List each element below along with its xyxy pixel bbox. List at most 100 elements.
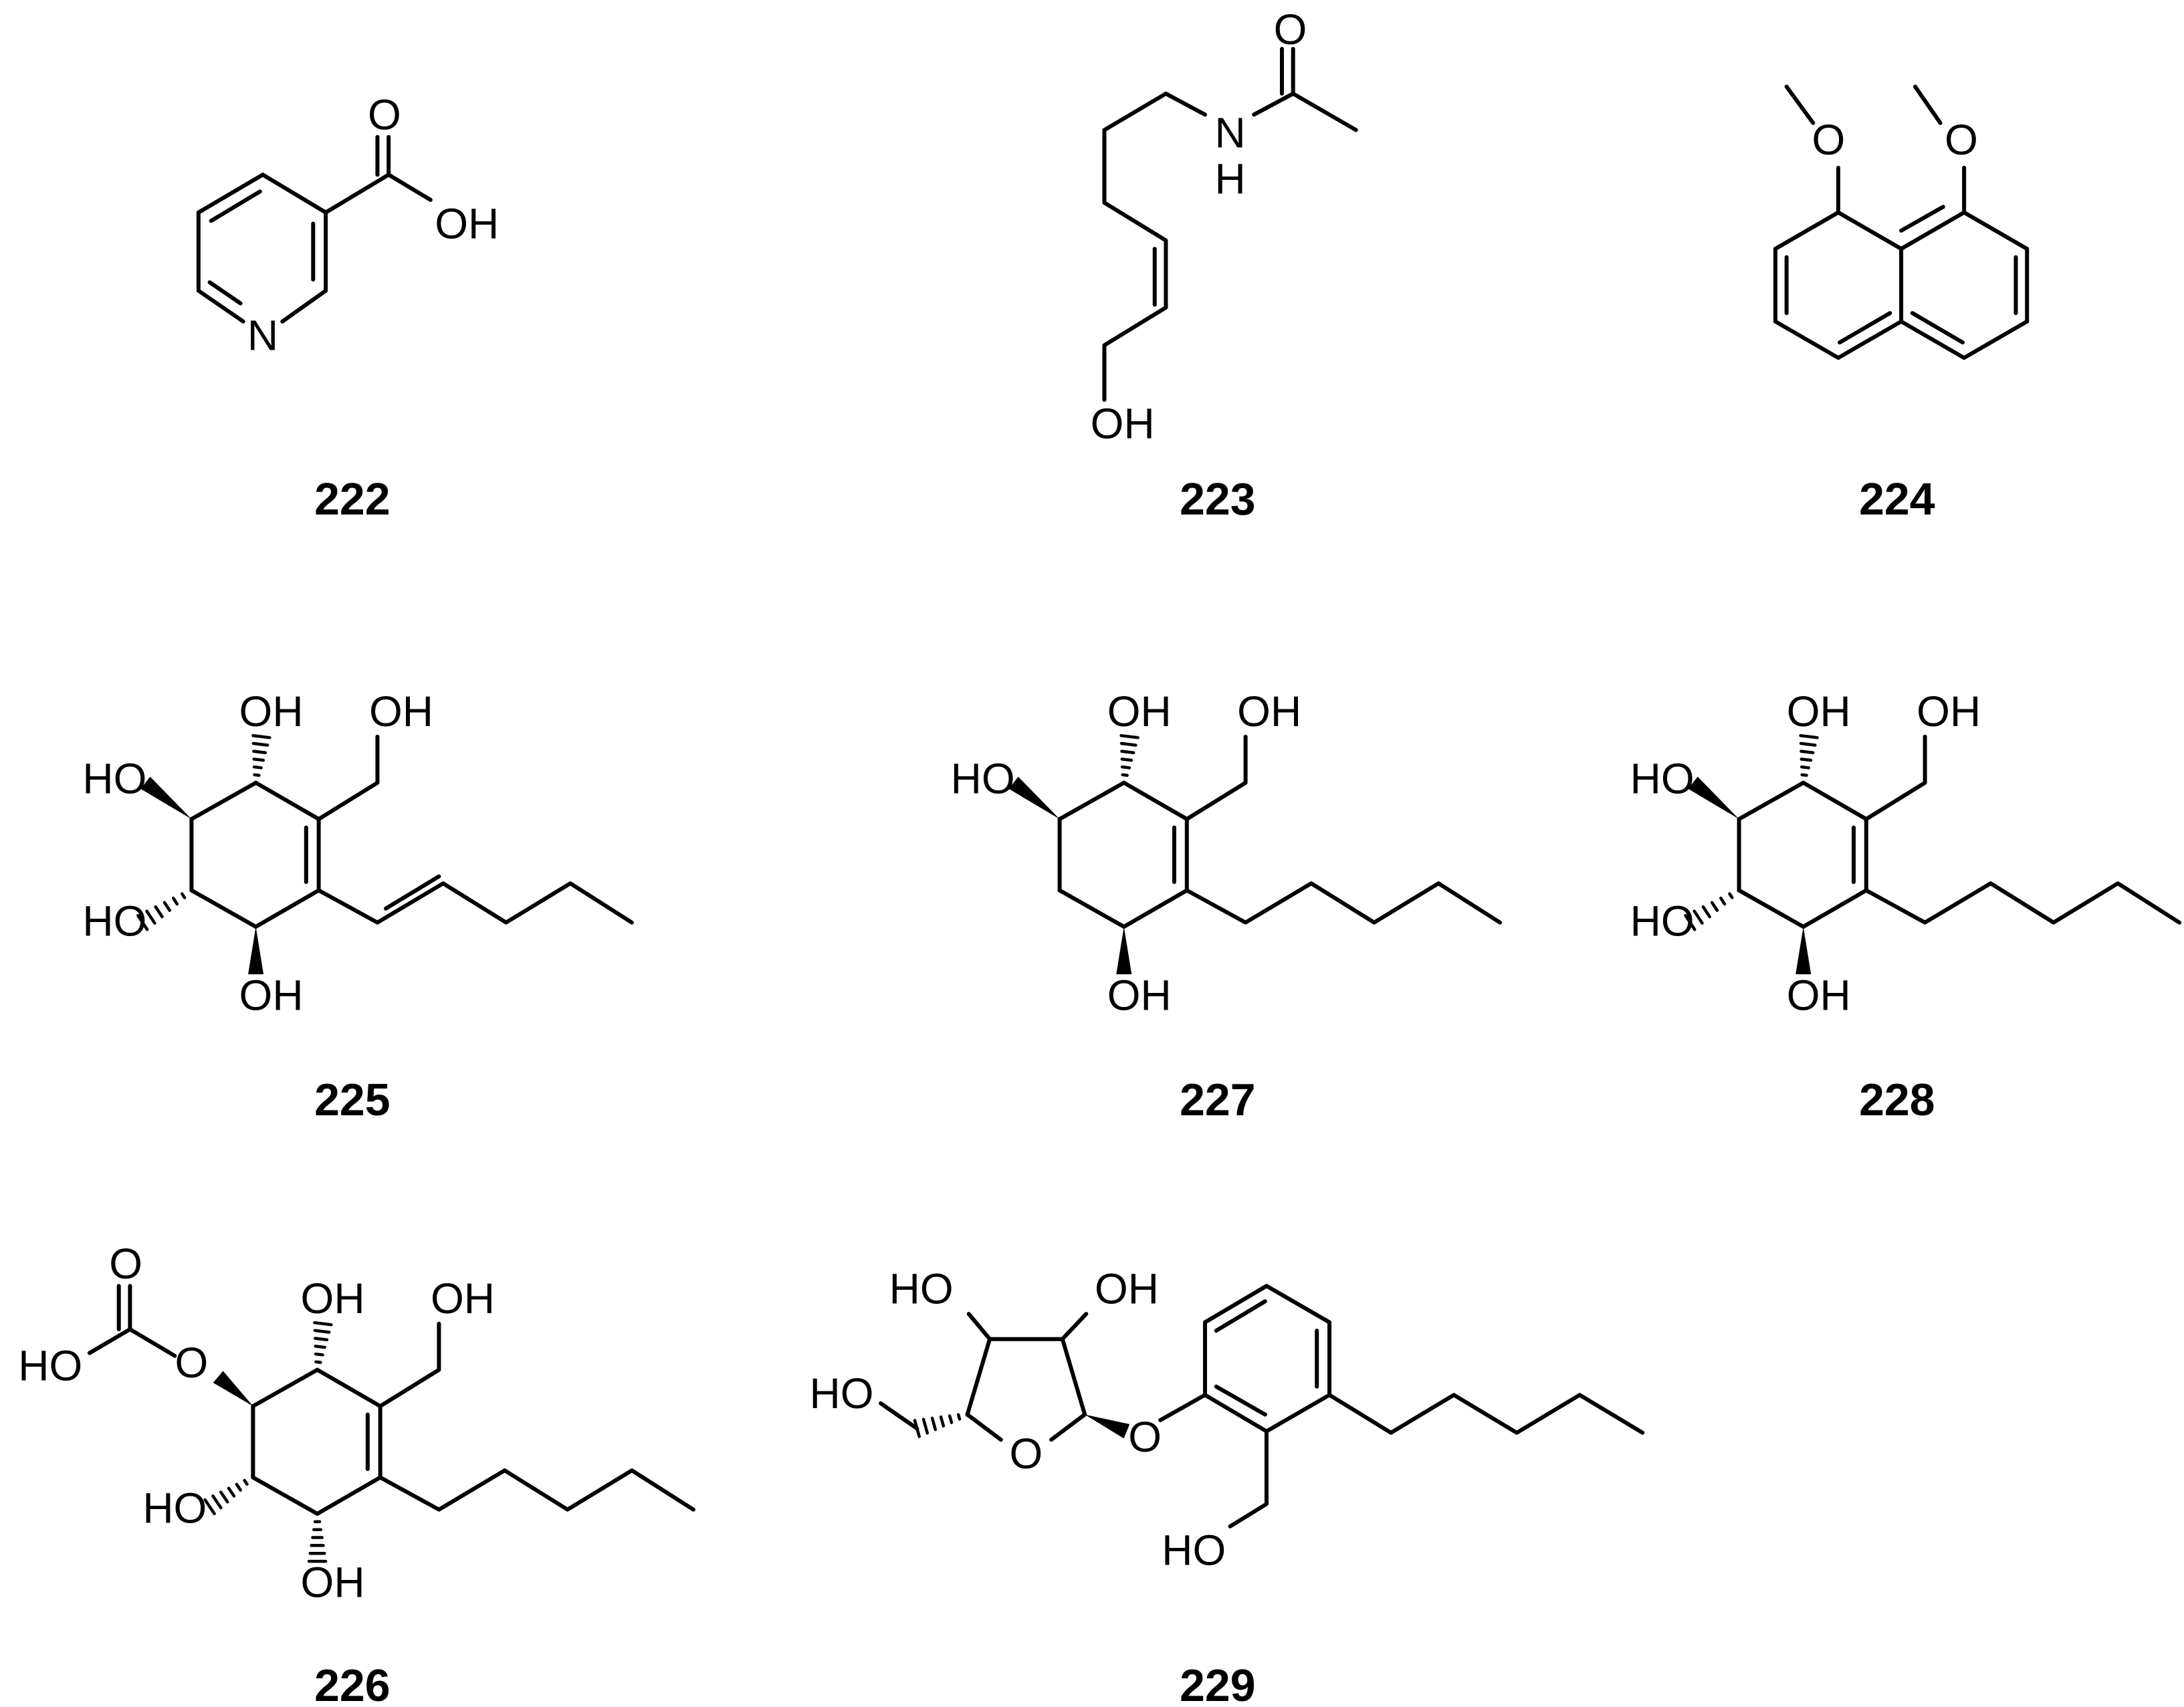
bond [196,288,245,324]
atom-label: O [1812,116,1845,164]
hash-stroke [313,1329,331,1334]
bond [1264,1393,1332,1434]
hash-stroke [1800,765,1811,770]
bond [1737,780,1806,822]
hash-stroke [1701,905,1711,919]
bond [387,173,433,202]
atom-label: N [1215,109,1246,157]
bond [261,173,328,215]
hash-stroke [930,1416,938,1432]
bond [1737,888,1806,929]
hash-stroke [948,1414,954,1424]
bond [1899,319,1967,360]
hashed-wedge-bond [251,733,271,785]
hash-stroke [219,1490,229,1504]
hash-stroke [314,1360,322,1364]
chain-bond [1864,881,2182,925]
bond [1801,888,1868,929]
bond [1784,84,1816,125]
atom-label: O [1945,116,1978,164]
hash-stroke [1799,758,1813,762]
atom-label: HO [142,1484,207,1532]
hash-stroke [1719,896,1727,906]
compound-number: 225 [314,1074,390,1125]
bond [1203,1284,1269,1325]
bond [966,1312,992,1341]
hash-stroke [1684,913,1697,931]
atom-label: HO [82,897,146,945]
compound-number: 223 [1180,473,1255,524]
bond [1962,319,2030,360]
atom-label: H [1215,155,1246,203]
hash-stroke [1121,765,1131,770]
atom-label: OH [1917,687,1981,735]
bond [1291,92,1358,132]
bond-layer [87,47,2182,1528]
hash-stroke [314,1345,327,1349]
hash-stroke [1119,733,1139,739]
compound-number: 228 [1859,1074,1935,1125]
atom-label: OH [435,199,499,247]
hash-stroke [251,1475,255,1480]
bond [251,1367,320,1409]
bond [1913,84,1943,125]
bond [1214,1299,1267,1333]
bond [1158,1393,1208,1422]
atom-label: N [247,312,278,360]
bond [207,280,243,306]
bond [965,1412,1003,1442]
hashed-wedge-bond [313,1321,333,1372]
chain-bond [1228,1429,1269,1528]
bond [1121,780,1189,822]
wedge-bond [1085,1414,1130,1439]
atom-label: HO [889,1264,954,1313]
hash-stroke [314,1337,329,1342]
bond [1773,210,1841,251]
hash-stroke [1120,750,1135,755]
hash-stroke [1121,773,1129,777]
hash-stroke [189,888,194,893]
stereo-wedge-layer [136,733,1819,1563]
atom-label: OH [1091,399,1155,447]
atom-label: OH [1787,687,1851,735]
bond [383,874,441,911]
bond [1838,311,1892,345]
bond [1214,1384,1267,1417]
hash-stroke [252,758,265,762]
atom-label: HO [82,754,146,802]
hash-stroke [252,765,263,770]
bond [1060,1312,1089,1341]
wedge-bond [1795,927,1812,975]
hash-stroke [203,1498,216,1516]
wedge-bond [1008,776,1060,820]
hash-stroke [251,733,271,739]
chain-bond [316,734,380,822]
bond [1203,1393,1269,1434]
bond [189,780,258,822]
bond [1801,780,1868,822]
atom-label: OH [301,1558,365,1606]
chain-bond [1184,881,1503,925]
chain-bond [378,1321,441,1409]
hashed-wedge-bond [1119,733,1139,785]
compound-number: 229 [1180,1660,1255,1707]
hash-stroke [1737,888,1741,893]
hashed-wedge-bond [1799,733,1819,785]
chain-bond [1102,201,1168,310]
atom-label: OH [1107,687,1172,735]
compound-number: 227 [1180,1074,1255,1125]
atom-label: OH [239,687,304,735]
bond [1264,1284,1332,1325]
hash-stroke [227,1486,236,1498]
bond [280,288,328,324]
bond [253,780,321,822]
bond [1962,210,2030,251]
chain-bond [1102,92,1208,205]
bond [1836,319,1904,360]
hash-stroke [313,1321,333,1327]
hashed-wedge-bond [1684,888,1741,931]
hash-stroke [1119,742,1137,747]
